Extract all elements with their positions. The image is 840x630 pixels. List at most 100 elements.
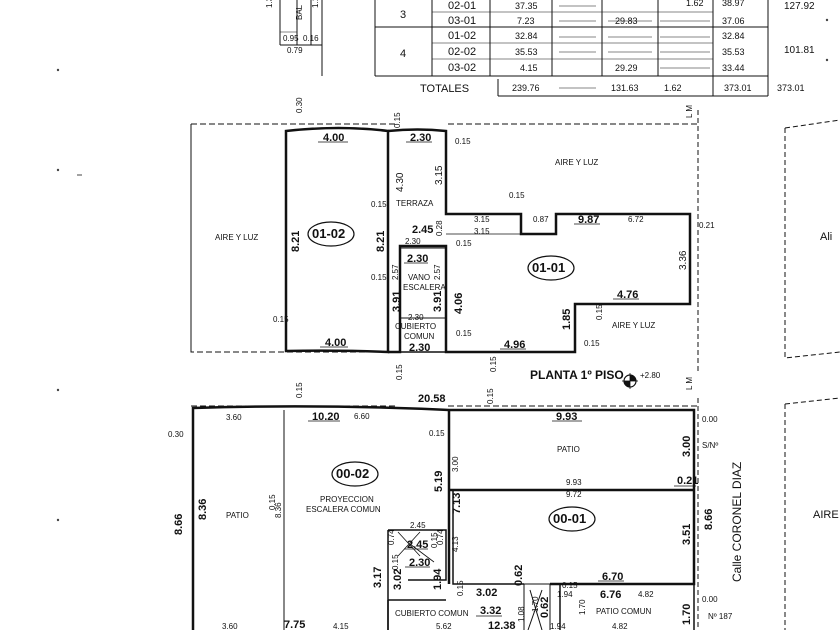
dimension: 3.60 [226, 413, 242, 422]
unit-label: 01-02 [312, 226, 345, 241]
area-label: Ali [820, 231, 832, 243]
dimension: 0.15 [393, 112, 402, 128]
area-label: ESCALERA COMUN [306, 505, 381, 514]
unit-label-oval [307, 221, 355, 247]
area-label: COMUN [404, 332, 434, 341]
group-number: 4 [400, 48, 406, 60]
dimension: 3.02 [476, 587, 497, 599]
street-name: Calle CORONEL DIAZ [730, 462, 744, 582]
unit-label: 00-02 [336, 466, 369, 481]
dimension: 9.93 [566, 478, 582, 487]
dimension: 6.76 [600, 589, 621, 601]
dimension: 9.72 [566, 490, 582, 499]
area-label: PATIO COMUN [596, 607, 651, 616]
row-unit: 03-02 [448, 62, 476, 74]
dimension: 0.15 [371, 273, 387, 282]
row-unit: 02-02 [448, 46, 476, 58]
dimension: 0.15 [391, 554, 400, 570]
dimension: 0.21 [699, 221, 715, 230]
area-table: 3 4 127.92 101.81 02-01 37.35 1.62 38.97… [374, 0, 815, 97]
dimension: 9.87 [578, 214, 599, 226]
dimension: 1.08 [517, 606, 526, 622]
dimension: 0.15 [595, 304, 604, 320]
area-label: AIRE [813, 509, 839, 521]
dimension: 0.15 [429, 429, 445, 438]
row-c4: 38.97 [722, 0, 745, 8]
dimension: 3.60 [222, 622, 238, 630]
lm-marker: L M [685, 105, 694, 118]
row-unit: 03-01 [448, 15, 476, 27]
area-label: PATIO [226, 511, 249, 520]
address-number: Nº 187 [708, 612, 733, 621]
dimension: 20.58 [418, 393, 446, 405]
row-unit: 01-02 [448, 30, 476, 42]
dimension: 3.00 [681, 436, 693, 457]
dimension: 0.15 [489, 356, 498, 372]
dimension: 4.15 [333, 622, 349, 630]
row-c2: 29.83 [615, 16, 638, 26]
dimension: 3.91 [391, 291, 403, 312]
level-marker-icon [622, 373, 638, 389]
dimension: 2.57 [433, 264, 442, 280]
totals-total: 373.01 [777, 83, 805, 93]
dimension: 10.20 [312, 411, 340, 423]
area-label: VANO [408, 273, 430, 282]
dimension: 2.30 [408, 313, 424, 322]
lower-plan-outlines [191, 397, 840, 630]
dimension: 0.62 [513, 565, 525, 586]
unit-label-oval [548, 506, 596, 532]
dimension: 0.87 [533, 215, 549, 224]
area-label: AIRE Y LUZ [555, 158, 598, 167]
dimension: 1.70 [531, 596, 540, 612]
row-c1: 35.53 [515, 47, 538, 57]
dimension: 0.74 [436, 529, 445, 545]
dimension: 0.15 [456, 239, 472, 248]
totals-label: TOTALES [420, 83, 469, 95]
unit-label: 00-01 [553, 511, 586, 526]
mini-table-value: 0.16 [303, 34, 319, 43]
row-c1: 7.23 [517, 16, 535, 26]
dimension: 0.15 [456, 580, 465, 596]
row-c4: 32.84 [722, 31, 745, 41]
dimension: 1.94 [550, 622, 566, 630]
dimension: 3.02 [392, 569, 404, 590]
area-label: TERRAZA [396, 199, 434, 208]
dimension: 12.38 [488, 620, 516, 630]
balcony-mini-table [279, 0, 323, 76]
row-c3: 1.62 [686, 0, 704, 8]
dimension: 4.13 [451, 536, 460, 552]
totals-c1: 239.76 [512, 83, 540, 93]
dimension: 0.30 [168, 430, 184, 439]
page-margin-marks [56, 18, 829, 522]
dimension: 0.15 [268, 494, 277, 510]
totals-c4: 373.01 [724, 83, 752, 93]
row-unit: 02-01 [448, 0, 476, 12]
floor-title: PLANTA 1º PISO [530, 368, 624, 382]
dimension: 8.21 [375, 231, 387, 252]
dimension: 0.62 [539, 597, 551, 618]
area-label: CUBIERTO [395, 322, 436, 331]
dimension: 4.76 [617, 289, 638, 301]
dimension: 7.13 [451, 493, 463, 514]
dimension: 5.19 [433, 471, 445, 492]
dimension: 4.30 [395, 172, 406, 192]
dimension: 3.15 [434, 165, 445, 185]
dimension: 8.21 [290, 231, 302, 252]
dimension: 8.36 [197, 499, 209, 520]
dimension: 0.15 [273, 315, 289, 324]
mini-table-value: 0.95 [283, 34, 299, 43]
totals-c3: 1.62 [664, 83, 682, 93]
dimension: 0.15 [295, 382, 304, 398]
area-label: CUBIERTO COMUN [395, 609, 469, 618]
dimension: 4.82 [638, 590, 654, 599]
dimension: 8.66 [173, 514, 185, 535]
area-label: ESCALERA [403, 283, 446, 292]
dimension: 1.70 [578, 599, 587, 615]
dimension: 2.45 [410, 521, 426, 530]
row-c1: 4.15 [520, 63, 538, 73]
dimension: 3.17 [372, 567, 384, 588]
dimension: 3.51 [681, 524, 693, 545]
dimension: 1.85 [561, 309, 573, 330]
dimension: 0.21 [677, 475, 698, 487]
dimension: 8.66 [703, 509, 715, 530]
